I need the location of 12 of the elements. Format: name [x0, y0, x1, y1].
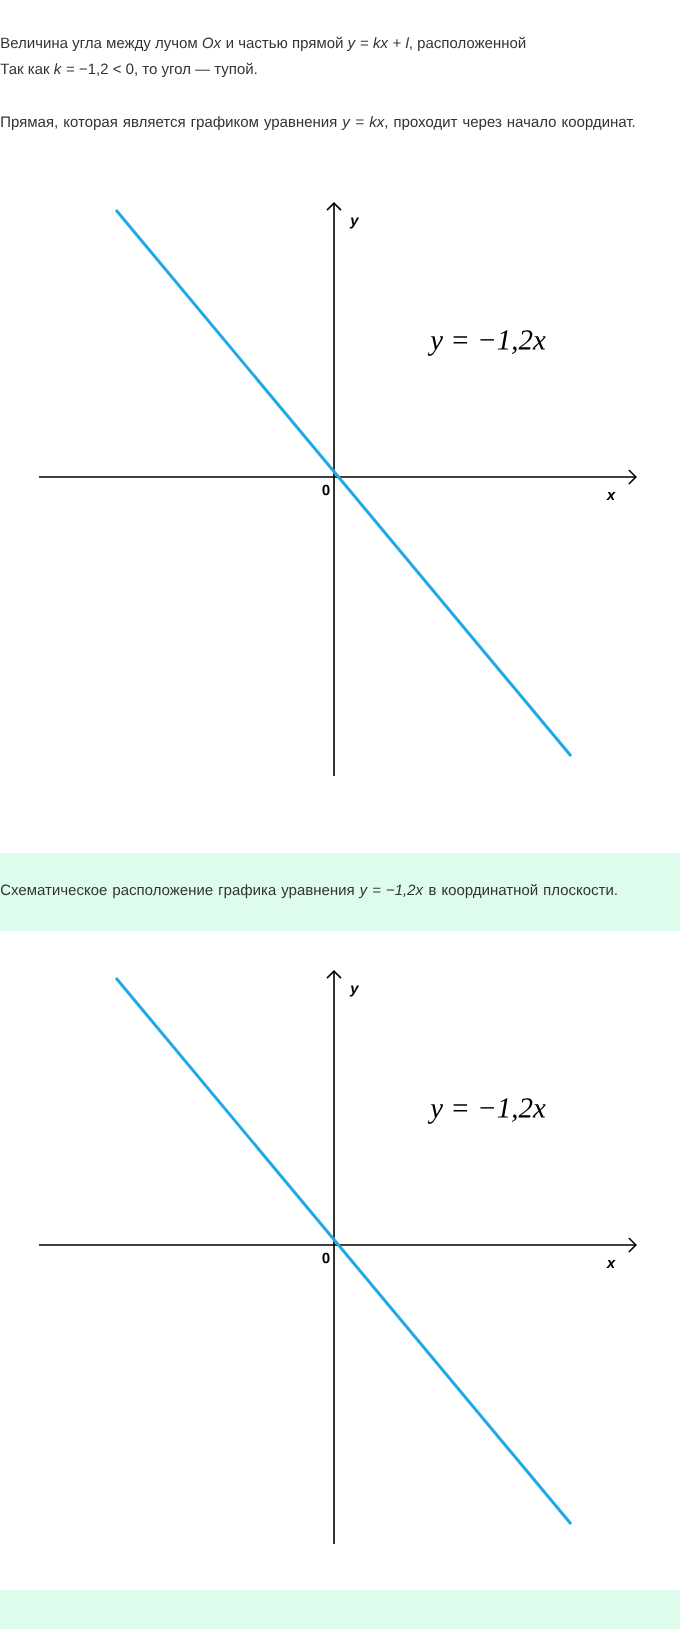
- axis-label: x: [606, 492, 616, 500]
- origin-label: 0: [322, 484, 330, 496]
- axis-label: x: [606, 1260, 616, 1268]
- text-line: Величина угла между лучом Ox и частью прямой y = kx + l, расположенной: [1, 36, 526, 52]
- axis-label: y: [349, 985, 360, 997]
- equation: y = −1,2x: [427, 330, 546, 356]
- text-line: Так как k = −1,2 < 0, то угол — тупой.: [0, 62, 257, 78]
- paragraph: Прямая, которая является графиком уравнения y = kx, проходит через начало координат.: [1, 116, 635, 130]
- caption-text: Схематическое расположение графика уравнения y = −1,2x в координатной плоскости.: [0, 883, 617, 899]
- axis-label: y: [349, 217, 360, 229]
- origin-label: 0: [322, 1252, 330, 1264]
- equation: y = −1,2x: [427, 1098, 546, 1124]
